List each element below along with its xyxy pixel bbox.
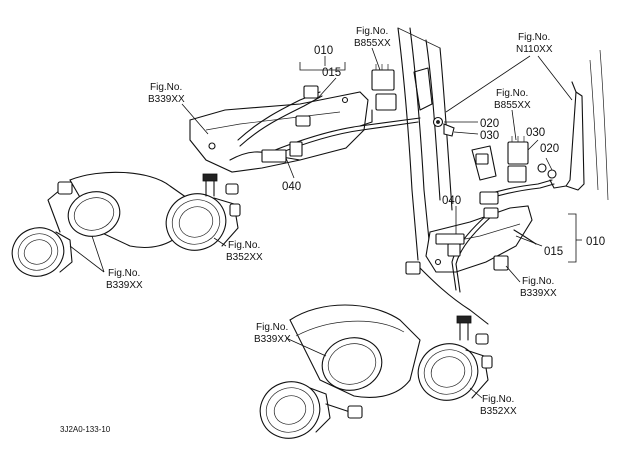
svg-text:Fig.No.: Fig.No.: [496, 88, 528, 99]
callout-numbers: 010 015 020 030 040 030 020 040 015 010: [282, 45, 605, 258]
upper-lamp-shell: [67, 171, 191, 249]
svg-text:Fig.No.: Fig.No.: [256, 322, 288, 333]
upper-bracket-plate: [189, 91, 369, 173]
svg-text:B339XX: B339XX: [520, 288, 557, 299]
callout-040-low: 040: [442, 195, 461, 207]
leader-lines: [69, 47, 582, 399]
callout-030-mid: 030: [480, 130, 499, 142]
callout-015-top: 015: [322, 67, 341, 79]
upper-wiring-harness: [229, 64, 455, 163]
lower-left-work-lamp: [259, 381, 363, 439]
svg-text:Fig.No.: Fig.No.: [356, 26, 388, 37]
svg-text:Fig.No.: Fig.No.: [482, 394, 514, 405]
figure-references: Fig.No. B855XX Fig.No. N110XX Fig.No. B8…: [106, 26, 557, 417]
fig-ref-b855-top: Fig.No. B855XX: [354, 26, 391, 49]
upper-right-work-lamp: [165, 173, 241, 251]
callout-040-mid: 040: [282, 181, 301, 193]
callout-015-low: 015: [544, 246, 563, 258]
fig-ref-n110: Fig.No. N110XX: [516, 32, 553, 55]
svg-text:Fig.No.: Fig.No.: [108, 268, 140, 279]
lower-right-work-lamp: [417, 315, 493, 401]
callout-020-right: 020: [540, 143, 559, 155]
svg-text:B352XX: B352XX: [480, 406, 517, 417]
svg-text:N110XX: N110XX: [516, 44, 553, 55]
svg-text:Fig.No.: Fig.No.: [150, 82, 182, 93]
fig-ref-b339-right: Fig.No. B339XX: [520, 276, 557, 299]
svg-text:B339XX: B339XX: [254, 334, 291, 345]
right-switch-assembly: [471, 136, 557, 183]
fig-ref-b339-lower: Fig.No. B339XX: [254, 322, 291, 345]
upper-left-work-lamp: [11, 181, 73, 277]
cab-frame-upper: [397, 27, 609, 261]
svg-text:B352XX: B352XX: [226, 252, 263, 263]
svg-text:Fig.No.: Fig.No.: [518, 32, 550, 43]
svg-text:B855XX: B855XX: [354, 38, 391, 49]
drawing-code: 3J2A0-133-10: [60, 425, 111, 434]
svg-text:Fig.No.: Fig.No.: [228, 240, 260, 251]
svg-text:B855XX: B855XX: [494, 100, 531, 111]
lower-wiring-harness: [405, 179, 555, 325]
callout-030-right: 030: [526, 127, 545, 139]
callout-020-mid: 020: [480, 118, 499, 130]
fig-ref-b339-upper: Fig.No. B339XX: [148, 82, 185, 105]
svg-text:B339XX: B339XX: [106, 280, 143, 291]
svg-text:B339XX: B339XX: [148, 94, 185, 105]
svg-text:Fig.No.: Fig.No.: [522, 276, 554, 287]
fig-ref-b855-right: Fig.No. B855XX: [494, 88, 531, 111]
callout-010-low: 010: [586, 236, 605, 248]
lower-lamp-shell: [289, 304, 421, 398]
fig-ref-b352-lower: Fig.No. B352XX: [480, 394, 517, 417]
callout-010-top: 010: [314, 45, 333, 57]
fig-ref-b352-upper: Fig.No. B352XX: [226, 240, 263, 263]
fig-ref-b339-left: Fig.No. B339XX: [106, 268, 143, 291]
